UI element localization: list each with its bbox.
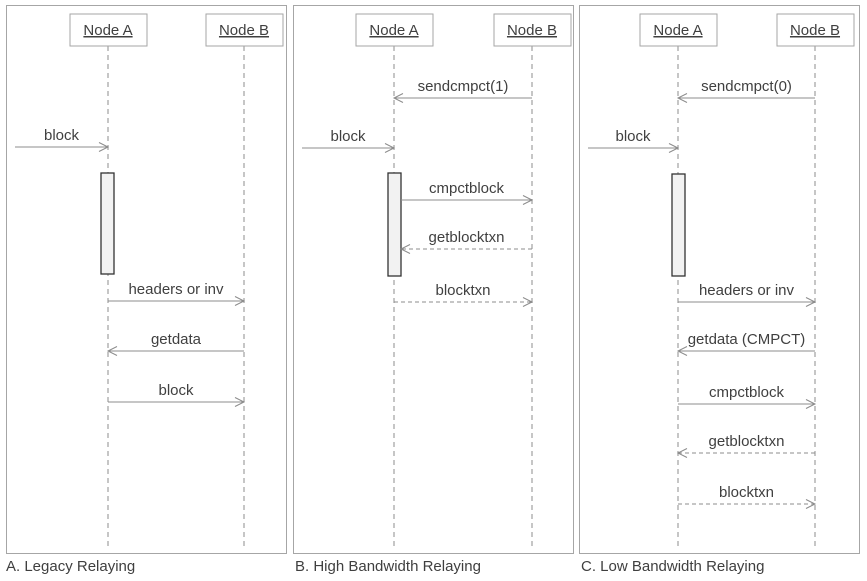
message-label: getdata (151, 331, 202, 348)
arrowhead (668, 143, 680, 153)
arrowhead (805, 499, 817, 509)
node-label: Node B (219, 22, 269, 39)
message-label: headers or inv (128, 281, 224, 298)
panel-caption-low-bandwidth: C. Low Bandwidth Relaying (581, 558, 765, 575)
sequence-diagram-high-bandwidth: Node A Node B sendcmpct(1) block cmpctblock g… (302, 13, 572, 549)
activation-bar (671, 173, 686, 277)
arrowhead (676, 346, 688, 356)
message-label: block (330, 128, 366, 145)
node-label: Node B (790, 22, 840, 39)
message-label: getblocktxn (429, 229, 505, 246)
message-label: block (44, 127, 80, 144)
message-label: getdata (CMPCT) (688, 331, 806, 348)
arrowhead (106, 346, 118, 356)
message-label: cmpctblock (709, 384, 785, 401)
sequence-diagram-legacy: Node A Node B block headers or inv getdata bl… (15, 13, 284, 549)
node-label: Node A (83, 22, 132, 39)
panel-legacy-relaying: Node A Node B block headers or inv getdata bl… (6, 5, 287, 554)
node-box (69, 13, 148, 47)
node-box (205, 13, 284, 47)
arrowhead (384, 143, 396, 153)
node-box (639, 13, 718, 47)
node-box (776, 13, 855, 47)
message-label: sendcmpct(0) (701, 78, 792, 95)
arrowhead (805, 399, 817, 409)
message-label: blocktxn (719, 484, 774, 501)
message-label: block (158, 382, 194, 399)
arrowhead (234, 397, 246, 407)
message-label: getblocktxn (709, 433, 785, 450)
node-box (355, 13, 434, 47)
arrowhead (676, 93, 688, 103)
node-label: Node A (369, 22, 418, 39)
arrowhead (522, 297, 534, 307)
arrowhead (522, 195, 534, 205)
arrowhead (392, 93, 404, 103)
panel-caption-legacy: A. Legacy Relaying (6, 558, 136, 575)
node-label: Node B (507, 22, 557, 39)
message-label: headers or inv (699, 282, 795, 299)
message-label: blocktxn (435, 282, 490, 299)
node-box (493, 13, 572, 47)
activation-bar (100, 172, 115, 275)
panel-low-bandwidth-relaying: Node A Node B sendcmpct(0) block headers or … (579, 5, 860, 554)
message-label: cmpctblock (429, 180, 505, 197)
message-label: block (615, 128, 651, 145)
arrowhead (399, 244, 411, 254)
arrowhead (234, 296, 246, 306)
panel-high-bandwidth-relaying: Node A Node B sendcmpct(1) block cmpctblock g… (293, 5, 574, 554)
activation-bar (387, 172, 402, 277)
arrowhead (98, 142, 110, 152)
arrowhead (805, 297, 817, 307)
sequence-diagram-low-bandwidth: Node A Node B sendcmpct(0) block headers or … (588, 13, 855, 549)
node-label: Node A (653, 22, 702, 39)
panel-caption-high-bandwidth: B. High Bandwidth Relaying (295, 558, 481, 575)
message-label: sendcmpct(1) (418, 78, 509, 95)
arrowhead (676, 448, 688, 458)
